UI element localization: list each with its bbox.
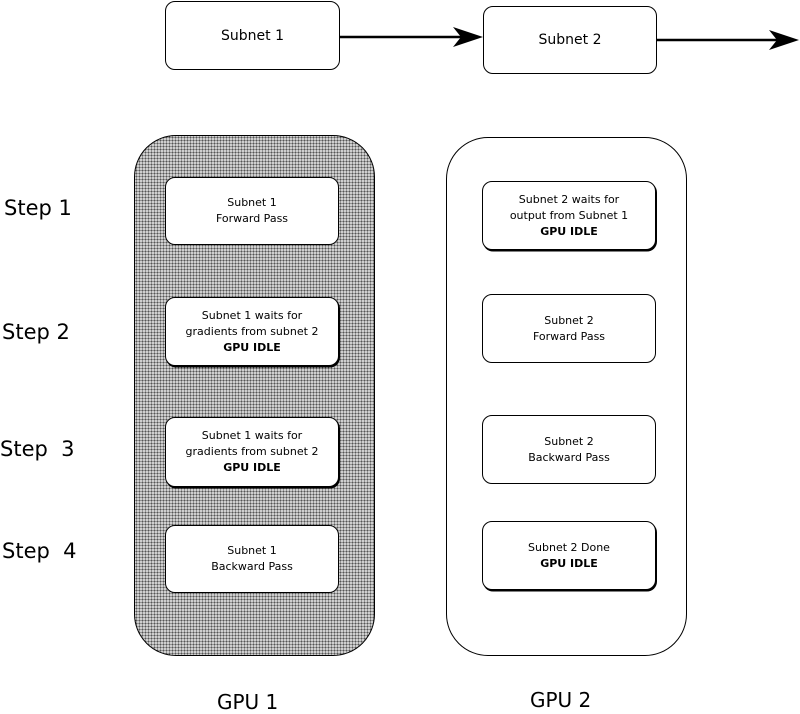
task-line: Subnet 2 (544, 313, 594, 327)
flow-subnet2-box: Subnet 2 (483, 6, 657, 74)
task-line: output from Subnet 1 (509, 208, 629, 222)
arrow-subnet1-to-subnet2 (340, 27, 483, 47)
task-line: gradients from subnet 2 (185, 324, 319, 338)
gpu-idle-badge: GPU IDLE (223, 461, 281, 474)
task-line: Subnet 2 Done (528, 540, 610, 554)
task-line: Backward Pass (211, 560, 293, 573)
gpu2-step3-backward-pass: Subnet 2 Backward Pass (482, 415, 656, 484)
task-line: Subnet 2 waits for (518, 192, 620, 206)
step-4-label: Step 4 (2, 539, 77, 563)
step-2-label: Step 2 (2, 320, 70, 344)
gpu-idle-badge: GPU IDLE (540, 224, 598, 238)
task-line: gradients from subnet 2 (185, 445, 319, 458)
step-1-label: Step 1 (4, 196, 72, 220)
gpu-idle-badge: GPU IDLE (540, 556, 598, 570)
flow-subnet2-label: Subnet 2 (538, 32, 602, 48)
task-line: Subnet 1 waits for (201, 308, 303, 322)
gpu1-step3-waits: Subnet 1 waits for gradients from subnet… (165, 417, 339, 487)
task-line: Subnet 1 (227, 196, 277, 209)
gpu2-label: GPU 2 (530, 688, 592, 712)
task-line: Backward Pass (528, 450, 610, 464)
gpu-idle-badge: GPU IDLE (223, 340, 281, 354)
arrow-subnet2-out (657, 30, 799, 50)
task-line: Forward Pass (532, 329, 606, 343)
task-line: Subnet 1 (227, 544, 277, 557)
task-line: Subnet 1 waits for (201, 429, 303, 442)
gpu2-step2-forward-pass: Subnet 2 Forward Pass (482, 294, 656, 363)
flow-subnet1-label: Subnet 1 (221, 27, 284, 44)
gpu1-step1-forward-pass: Subnet 1 Forward Pass (165, 177, 339, 245)
gpu2-step4-done: Subnet 2 Done GPU IDLE (482, 521, 656, 590)
gpu1-label: GPU 1 (217, 690, 279, 714)
flow-subnet1-box: Subnet 1 (165, 1, 340, 70)
gpu1-step4-backward-pass: Subnet 1 Backward Pass (165, 525, 339, 593)
task-line: Forward Pass (215, 212, 289, 225)
step-3-label: Step 3 (0, 437, 75, 461)
gpu1-step2-waits: Subnet 1 waits for gradients from subnet… (165, 297, 339, 366)
gpu2-step1-waits: Subnet 2 waits for output from Subnet 1 … (482, 181, 656, 250)
task-line: Subnet 2 (544, 434, 594, 448)
